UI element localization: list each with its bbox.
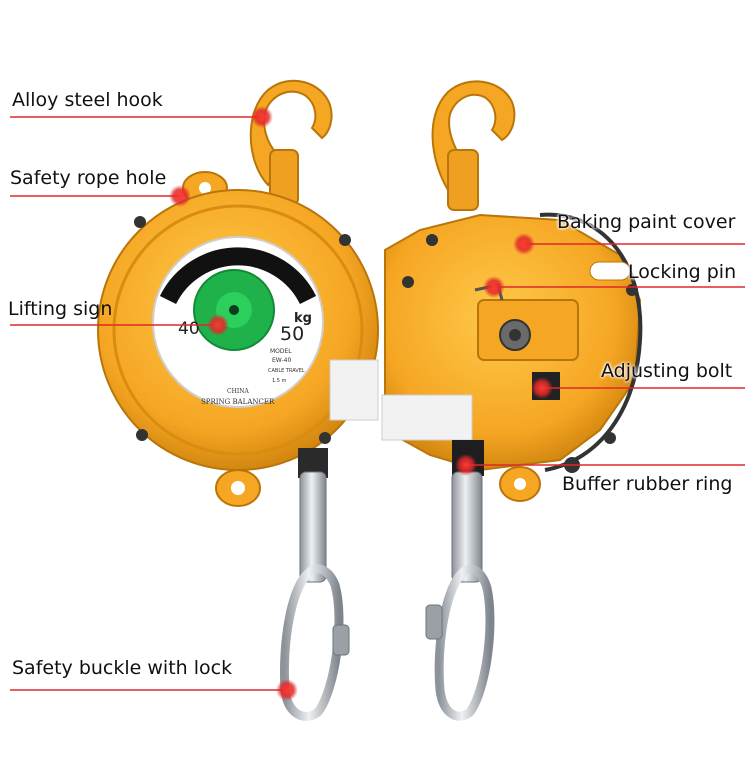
label-safety-rope-hole: Safety rope hole (10, 167, 167, 189)
marker-dot-icon (513, 233, 535, 255)
left-carabiner (280, 564, 344, 721)
label-lifting-sign: Lifting sign (8, 298, 113, 320)
dial-travel-label: CABLE TRAVEL (268, 368, 305, 374)
marker-dot-icon (207, 314, 229, 336)
marker-dot-icon (276, 679, 298, 701)
dial-model-label: MODEL (270, 348, 292, 355)
label-locking-pin: Locking pin (628, 261, 737, 283)
dial-origin: CHINA (227, 388, 249, 395)
dial-max-label: 50 (280, 323, 304, 345)
leader-lines (10, 116, 745, 691)
label-alloy-steel-hook: Alloy steel hook (12, 89, 163, 111)
marker-dot-icon (483, 276, 505, 298)
marker-dot-icon (169, 185, 191, 207)
marker-dot-icon (455, 454, 477, 476)
right-balancer (381, 80, 643, 721)
label-baking-paint-cover: Baking paint cover (557, 211, 736, 233)
markers (169, 106, 553, 701)
label-safety-buckle: Safety buckle with lock (12, 657, 233, 679)
marker-dot-icon (531, 377, 553, 399)
left-balancer (97, 79, 379, 721)
label-buffer-rubber-ring: Buffer rubber ring (562, 473, 733, 495)
dial-brand: SPRING BALANCER (201, 398, 275, 406)
dial-min-label: 40 (178, 319, 200, 339)
dial-model-value: EW-40 (272, 357, 291, 364)
right-carabiner (434, 564, 495, 721)
dial-travel-value: 1.5 m (272, 378, 287, 384)
marker-dot-icon (251, 106, 273, 128)
label-adjusting-bolt: Adjusting bolt (601, 360, 733, 382)
dial-unit-label: kg (294, 311, 312, 326)
